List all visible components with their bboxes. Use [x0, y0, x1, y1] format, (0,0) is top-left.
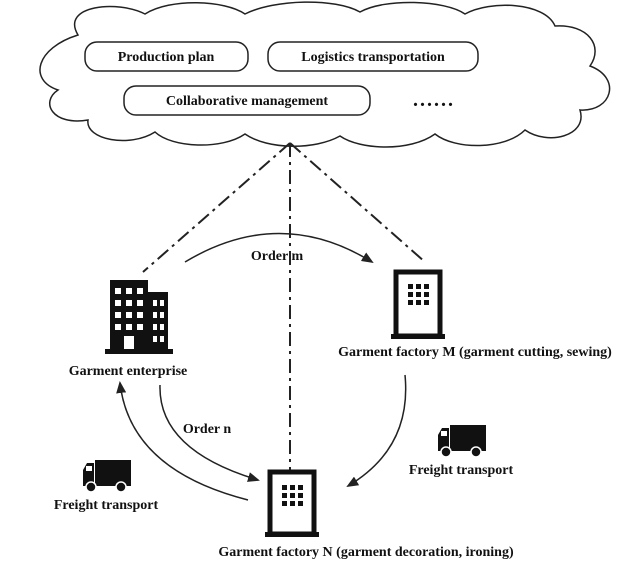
- arrow-order-m: [184, 232, 374, 264]
- factory-m-building-icon: [391, 269, 445, 339]
- cloud-connectors: [142, 142, 426, 472]
- connector-enterprise: [142, 142, 291, 273]
- arrow-freight-n-to-enterprise: [116, 381, 249, 501]
- more-ellipsis: ......: [413, 89, 455, 111]
- truck-icon-right: [438, 425, 486, 458]
- pill-production-plan: Production plan: [84, 41, 249, 72]
- flow-arrows: [116, 232, 407, 501]
- pill-logistics-transportation-label: Logistics transportation: [301, 50, 445, 65]
- order-m-label: Order m: [251, 249, 304, 264]
- freight-transport-left-label: Freight transport: [54, 498, 159, 513]
- freight-transport-right-label: Freight transport: [409, 463, 514, 478]
- factory-n-building-icon: [265, 469, 319, 537]
- connector-factory-m: [289, 142, 426, 263]
- pill-collaborative-management-label: Collaborative management: [166, 94, 328, 109]
- pill-collaborative-management: Collaborative management: [123, 85, 371, 116]
- arrow-order-n: [159, 384, 260, 482]
- cloud: [39, 1, 611, 148]
- order-n-label: Order n: [183, 422, 232, 437]
- office-buildings-icon: [105, 280, 173, 354]
- truck-icon-left: [83, 460, 131, 493]
- garment-factory-n-label: Garment factory N (garment decoration, i…: [218, 545, 514, 560]
- garment-factory-m-label: Garment factory M (garment cutting, sewi…: [338, 345, 612, 360]
- arrow-freight-m-to-n: [346, 374, 407, 488]
- pill-production-plan-label: Production plan: [118, 50, 215, 65]
- pill-logistics-transportation: Logistics transportation: [267, 41, 479, 72]
- garment-enterprise-label: Garment enterprise: [69, 364, 188, 379]
